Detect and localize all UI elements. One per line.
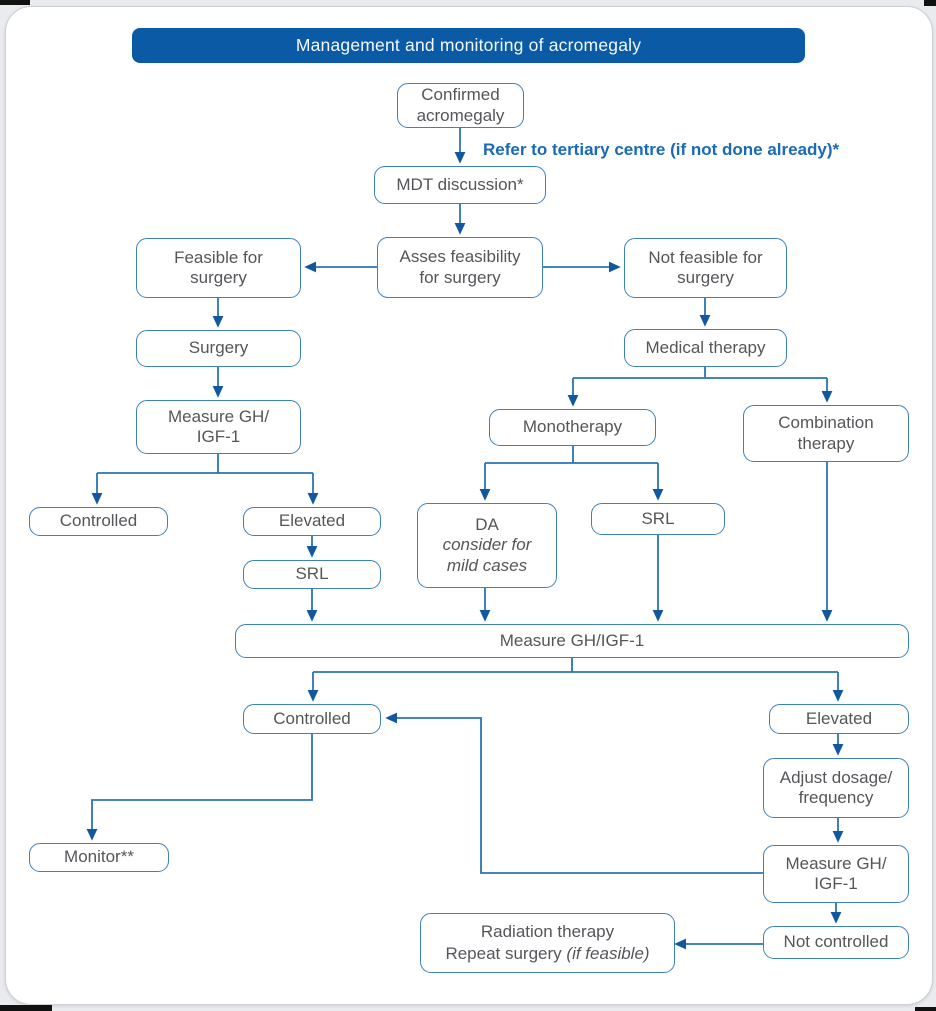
edge-artifact-bottom-right [915,1007,936,1011]
node-elevated-post-surgery: Elevated [243,507,381,536]
node-radiation-repeat-surgery: Radiation therapy Repeat surgery(if feas… [420,913,675,973]
node-da-consider-mild-cases: DA consider for mild cases [417,503,557,588]
refer-tertiary-note: Refer to tertiary centre (if not done al… [483,140,840,159]
node-combination-therapy: Combination therapy [743,405,909,462]
node-surgery: Surgery [136,330,301,367]
node-not-feasible-for-surgery: Not feasible for surgery [624,238,787,298]
node-not-controlled: Not controlled [763,926,909,959]
node-medical-therapy: Medical therapy [624,329,787,367]
node-assess-feasibility: Asses feasibility for surgery [377,237,543,298]
node-measure-gh-igf1-all: Measure GH/IGF-1 [235,624,909,658]
edge-artifact-bottom-left [0,1005,52,1011]
node-controlled-post-surgery: Controlled [29,507,168,536]
node-da-note: consider for mild cases [442,535,532,575]
diagram-title: Management and monitoring of acromegaly [132,28,805,63]
node-monitor: Monitor** [29,843,169,872]
node-confirmed-acromegaly: Confirmed acromegaly [397,83,524,128]
node-radiation-line1: Radiation therapy [480,921,615,941]
node-monotherapy: Monotherapy [489,409,656,446]
edge-artifact-top-right [924,0,936,6]
node-mdt-discussion: MDT discussion* [374,166,546,204]
node-radiation-line2: Repeat surgery [445,944,562,963]
edge-artifact-top-left [0,0,30,5]
node-measure-gh-igf1-surgical: Measure GH/ IGF-1 [136,400,301,454]
node-feasible-for-surgery: Feasible for surgery [136,238,301,298]
node-elevated-on-therapy: Elevated [769,704,909,734]
node-srl-post-surgery: SRL [243,560,381,589]
node-radiation-line2-italic: (if feasible) [566,944,650,963]
node-da-label: DA [475,515,499,535]
node-measure-gh-igf1-followup: Measure GH/ IGF-1 [763,845,909,903]
node-adjust-dosage-frequency: Adjust dosage/ frequency [763,758,909,818]
node-srl-monotherapy: SRL [591,503,725,535]
node-controlled-on-therapy: Controlled [243,704,381,734]
